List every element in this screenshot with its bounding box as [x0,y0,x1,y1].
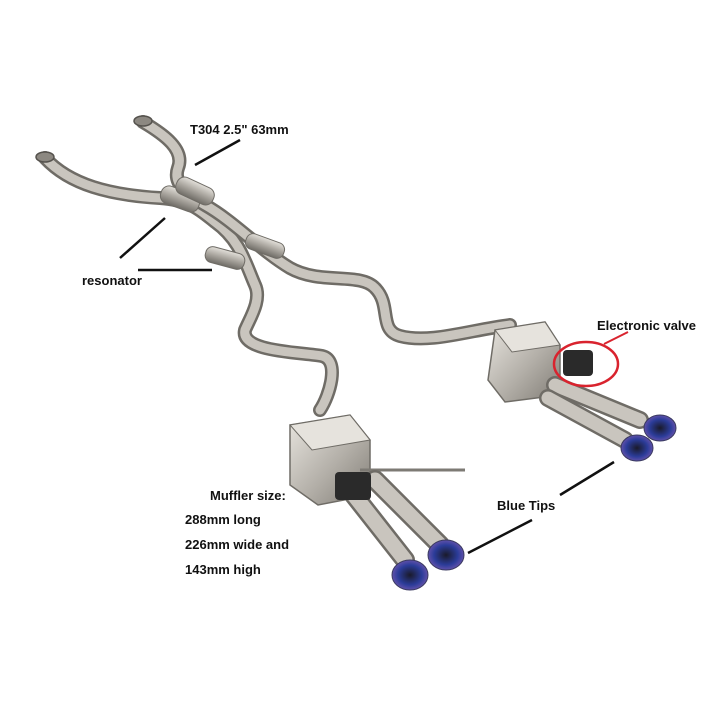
electronic-valve-label: Electronic valve [597,318,696,333]
left-inlet-flange [35,151,55,163]
right-front-pipe [136,115,517,346]
left-front-pipe [38,151,339,417]
right-muffler [487,321,649,449]
left-valve-actuator [335,472,371,500]
blue-tips-leader-left [467,518,533,555]
pipe-spec-label: T304 2.5" 63mm [190,122,289,137]
right-lower-tip [620,434,654,462]
left-lower-tip [391,559,429,591]
muffler-height: 143mm high [185,562,261,577]
valve-leader [603,331,629,345]
muffler-length: 288mm long [185,512,261,527]
left-upper-tip [427,539,465,571]
pipe-spec-leader [194,138,241,167]
right-upper-tip [643,414,677,442]
blue-tips-leader-right [559,460,615,497]
resonator-label: resonator [82,273,142,288]
blue-tips-label: Blue Tips [497,498,556,513]
resonator-leader-1 [119,217,166,259]
muffler-width: 226mm wide and [185,537,290,552]
right-inlet-flange [133,115,153,127]
valve-actuator [563,350,593,376]
muffler-size-title: Muffler size: [210,488,286,503]
x-pipe-resonators [159,176,286,270]
left-muffler [289,414,465,570]
valve-highlight-ring [552,340,620,388]
